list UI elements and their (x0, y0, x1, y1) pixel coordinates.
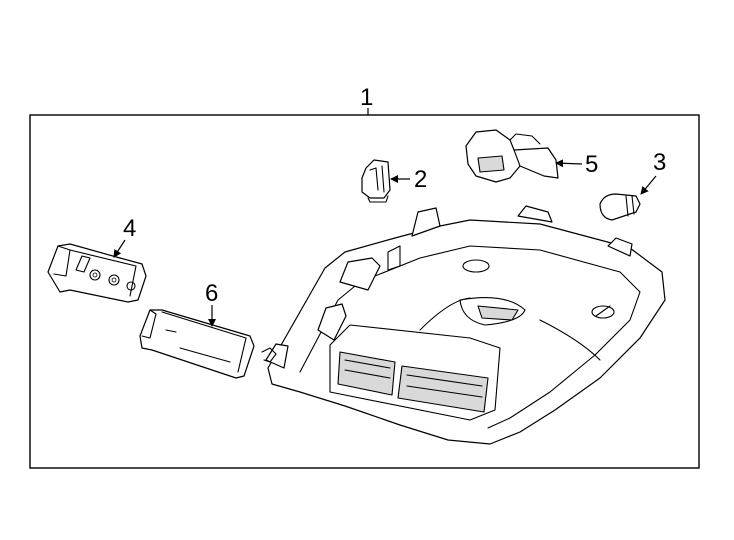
assembly-frame (29, 114, 700, 469)
callout-5-arrow (555, 159, 583, 168)
bracket-clip-part-2 (361, 159, 391, 203)
switch-module-part-4 (47, 243, 147, 303)
callout-5-label: 5 (585, 151, 598, 178)
callout-2-label: 2 (414, 166, 427, 193)
callout-4-arrow (113, 239, 126, 258)
callout-3-label: 3 (653, 149, 666, 176)
harness-connector-part-5 (465, 129, 559, 183)
callout-1-label: 1 (360, 84, 373, 111)
control-module-part-6 (139, 309, 255, 379)
bulb-part-3 (599, 193, 641, 221)
callout-6-label: 6 (205, 280, 218, 307)
overhead-console-housing (265, 205, 666, 445)
callout-4-label: 4 (123, 215, 136, 242)
lead-wire (261, 347, 277, 363)
callout-3-arrow (640, 175, 657, 195)
